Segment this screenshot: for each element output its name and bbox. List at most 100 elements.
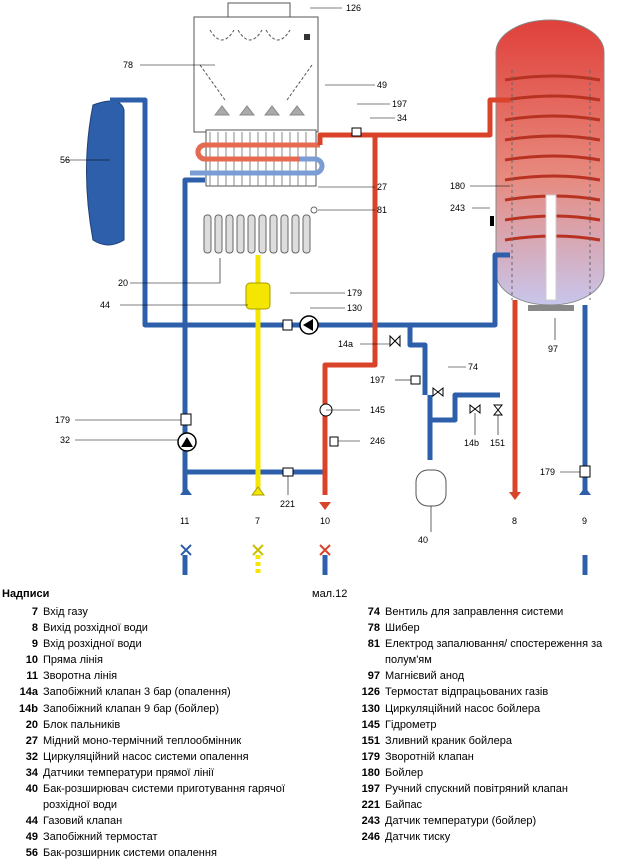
boiler-cylinder <box>495 19 605 311</box>
callout-179c: 179 <box>540 467 555 477</box>
conn-11: 11 <box>180 516 189 526</box>
callout-151: 151 <box>490 438 505 448</box>
legend-item-number: 221 <box>361 799 380 812</box>
return-pipes <box>110 97 588 575</box>
legend-item: 8 Вихід розхідної води <box>0 620 300 636</box>
callout-145: 145 <box>370 405 385 415</box>
legend-item-number: 44 <box>25 815 38 828</box>
legend: Надписи мал.12 7 Вхід газу 8 Вихід розхідно… <box>0 584 627 868</box>
non-return-valve <box>579 465 591 478</box>
heating-system-diagram: 126 78 49 197 34 56 27 81 180 243 20 179… <box>55 2 605 575</box>
leader-lines <box>65 7 580 532</box>
drain-cock <box>492 404 504 416</box>
legend-item-number: 56 <box>25 847 38 860</box>
legend-item-text: Ручний спускний повітряний клапан <box>385 783 568 796</box>
heat-exchanger <box>190 129 325 187</box>
legend-item-text: Байпас <box>385 799 423 812</box>
legend-item-text: Вихід розхідної води <box>43 622 148 635</box>
air-vent <box>351 127 362 137</box>
conn-9: 9 <box>582 516 587 526</box>
legend-item-text: Вхід газу <box>43 606 88 618</box>
safety-valve-3bar <box>389 334 401 348</box>
burner-block <box>203 206 318 254</box>
callout-32: 32 <box>60 435 70 445</box>
legend-item-number: 78 <box>367 622 380 635</box>
cylinder-temp-sensor <box>490 216 494 226</box>
callout-74: 74 <box>468 362 478 372</box>
legend-item: 78 Шибер <box>345 620 627 636</box>
callout-44: 44 <box>100 300 110 310</box>
legend-item-number: 40 <box>25 783 38 796</box>
legend-item: 10 Пряма лінія <box>0 652 300 668</box>
callout-221: 221 <box>280 499 295 509</box>
legend-item: 197 Ручний спускний повітряний клапан <box>345 781 627 797</box>
legend-item-text: Магнієвий анод <box>385 670 465 683</box>
legend-item-text: Шибер <box>385 622 420 635</box>
legend-item-text: Електрод запалювання/ спостереження за п… <box>385 638 603 667</box>
callout-labels: 126 78 49 197 34 56 27 81 180 243 20 179… <box>55 3 587 545</box>
legend-item-text: Зворотній клапан <box>385 750 474 763</box>
callout-197: 197 <box>392 99 407 109</box>
legend-item-number: 10 <box>25 654 38 667</box>
legend-item-number: 179 <box>361 750 380 763</box>
legend-item-text: Датчики температури прямої лінії <box>43 766 214 779</box>
non-return-valve <box>282 319 293 331</box>
callout-246: 246 <box>370 436 385 446</box>
legend-item-number: 7 <box>31 606 38 618</box>
legend-item-number: 246 <box>361 831 380 844</box>
legend-item-text: Зворотна лінія <box>43 670 118 683</box>
figure-number: мал.12 <box>312 588 348 600</box>
legend-item-number: 81 <box>367 638 380 651</box>
legend-item-text: Датчик тиску <box>385 831 451 844</box>
legend-item-text: Вентиль для заправлення системи <box>385 606 564 618</box>
legend-item-text: Запобіжний термостат <box>43 831 158 844</box>
callout-34: 34 <box>397 113 407 123</box>
legend-item-number: 180 <box>361 766 380 779</box>
legend-item: 27 Мідний моно-термічний теплообмінник <box>0 733 300 749</box>
conn-8: 8 <box>512 516 517 526</box>
legend-item-text: Мідний моно-термічний теплообмінник <box>43 734 242 747</box>
callout-27: 27 <box>377 182 387 192</box>
legend-title: Надписи <box>2 588 50 600</box>
connection-arrows <box>180 486 591 556</box>
callout-40: 40 <box>418 535 428 545</box>
legend-item-number: 8 <box>31 622 38 635</box>
callout-56: 56 <box>60 155 70 165</box>
legend-item-number: 197 <box>361 783 380 796</box>
legend-item-text: Запобіжний клапан 3 бар (опалення) <box>43 686 231 699</box>
legend-item-number: 20 <box>25 718 38 731</box>
air-vent <box>410 375 421 385</box>
legend-item-number: 11 <box>26 670 38 683</box>
callout-243: 243 <box>450 203 465 213</box>
legend-item-text: Бак-розширник системи опалення <box>43 847 217 860</box>
callout-14a: 14a <box>338 339 353 349</box>
legend-item-number: 130 <box>361 702 380 715</box>
legend-item-text: Пряма лінія <box>43 654 103 667</box>
callout-126: 126 <box>346 3 361 13</box>
legend-item-number: 14a <box>19 686 38 699</box>
legend-item: 179 Зворотній клапан <box>345 749 627 765</box>
legend-item: 14a Запобіжний клапан 3 бар (опалення) <box>0 684 300 700</box>
legend-item-text: Запобіжний клапан 9 бар (бойлер) <box>43 702 220 715</box>
heating-expansion-tank <box>86 100 125 246</box>
legend-item-number: 27 <box>25 734 38 747</box>
gas-valve <box>245 282 271 310</box>
legend-item-text: Термостат відпрацьованих газів <box>385 686 549 699</box>
legend-item-text: Циркуляційний насос системи опалення <box>43 750 249 763</box>
legend-item: 221 Байпас <box>345 797 627 813</box>
legend-item: 11 Зворотна лінія <box>0 668 300 684</box>
bypass <box>282 467 294 477</box>
callout-197b: 197 <box>370 375 385 385</box>
